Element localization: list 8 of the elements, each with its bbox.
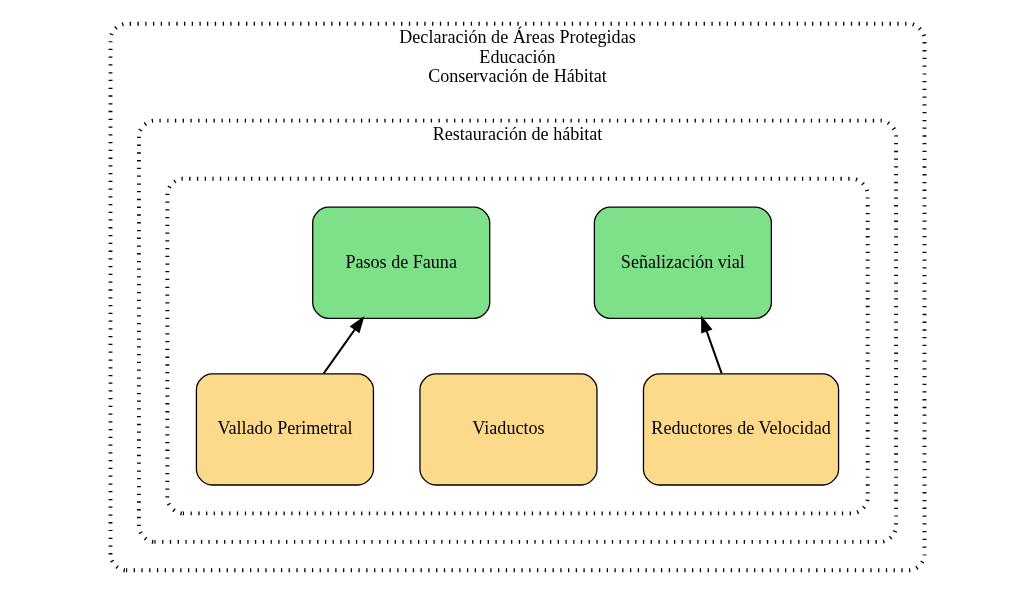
arrow xyxy=(322,315,364,375)
cluster xyxy=(164,176,870,516)
node-box: Reductores de Velocidad xyxy=(642,373,839,486)
arrow xyxy=(700,315,723,374)
node-box: Viaductos xyxy=(418,373,598,486)
node-box: Señalización vial xyxy=(593,206,772,319)
node-box: Pasos de Fauna xyxy=(311,206,490,319)
node-box: Vallado Perimetral xyxy=(195,373,374,486)
